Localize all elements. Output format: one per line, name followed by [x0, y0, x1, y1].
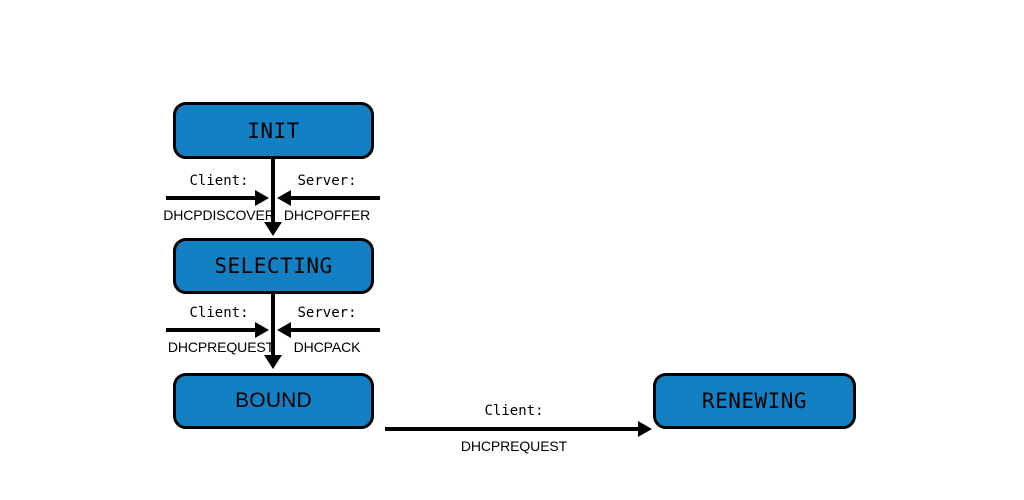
node-selecting-label: SELECTING — [214, 254, 333, 278]
edge-server-offer-line — [288, 196, 380, 200]
label-dhcpdiscover: DHCPDISCOVER — [163, 207, 275, 223]
edge-server-ack-arrowhead — [277, 322, 291, 338]
node-bound[interactable]: BOUND — [173, 373, 374, 429]
node-selecting[interactable]: SELECTING — [173, 238, 374, 294]
edge-server-offer-arrowhead — [277, 190, 291, 206]
edge-bound-renewing-arrowhead — [638, 421, 652, 437]
node-renewing-label: RENEWING — [701, 389, 808, 413]
node-init[interactable]: INIT — [173, 102, 374, 159]
label-dhcpoffer: DHCPOFFER — [283, 207, 371, 223]
label-client-role-1: Client: — [189, 173, 249, 189]
label-dhcprequest-2: DHCPREQUEST — [460, 438, 568, 454]
label-dhcpack: DHCPACK — [293, 339, 361, 355]
label-client-role-2: Client: — [189, 305, 249, 321]
edge-selecting-bound-arrowhead — [264, 355, 282, 369]
node-init-label: INIT — [247, 118, 300, 143]
node-renewing[interactable]: RENEWING — [653, 373, 856, 429]
label-dhcprequest-1: DHCPREQUEST — [167, 339, 275, 355]
edge-bound-renewing-line — [385, 427, 640, 431]
node-bound-label: BOUND — [235, 389, 312, 412]
label-server-role-2: Server: — [297, 305, 357, 321]
edge-client-request-line — [166, 328, 258, 332]
label-client-role-3: Client: — [484, 403, 544, 419]
edge-client-discover-arrowhead — [255, 190, 269, 206]
edge-init-selecting-arrowhead — [264, 222, 282, 236]
edge-client-request-arrowhead — [255, 322, 269, 338]
edge-init-selecting-stem — [271, 159, 275, 225]
label-server-role-1: Server: — [297, 173, 357, 189]
edge-selecting-bound-stem — [271, 294, 275, 358]
edge-client-discover-line — [166, 196, 258, 200]
edge-server-ack-line — [288, 328, 380, 332]
